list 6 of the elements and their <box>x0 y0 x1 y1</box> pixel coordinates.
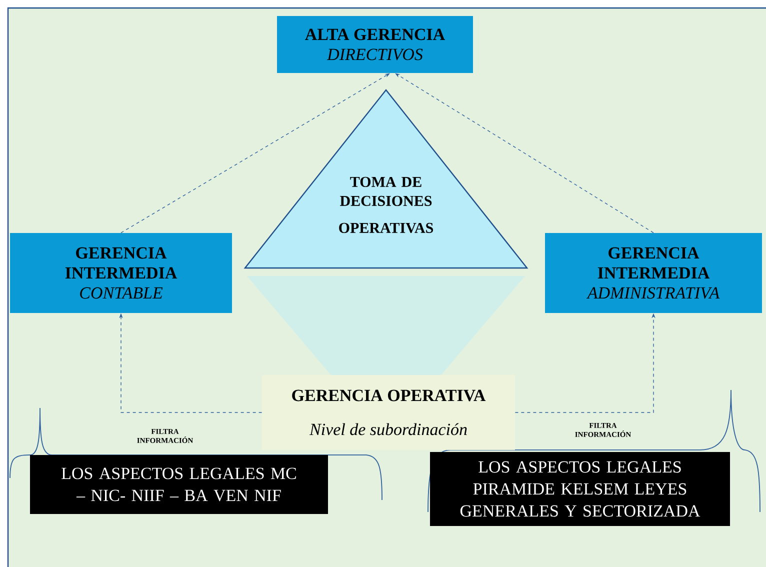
operations-box: GERENCIA OPERATIVA Nivel de subordinación <box>262 374 515 450</box>
legal-box: LOS ASPECTOS LEGALES MC – NIC- NIIF – BA VEN NIF <box>30 454 328 514</box>
management-box: GERENCIA INTERMEDIA CONTABLE <box>10 233 232 313</box>
title-box: ALTA GERENCIA DIRECTIVOS <box>277 16 473 73</box>
legal-box: LOS ASPECTOS LEGALES PIRAMIDE KELSEM LEYES GENERALES Y SECTORIZADA <box>430 452 730 526</box>
management-box: GERENCIA INTERMEDIA ADMINISTRATIVA <box>545 233 762 313</box>
